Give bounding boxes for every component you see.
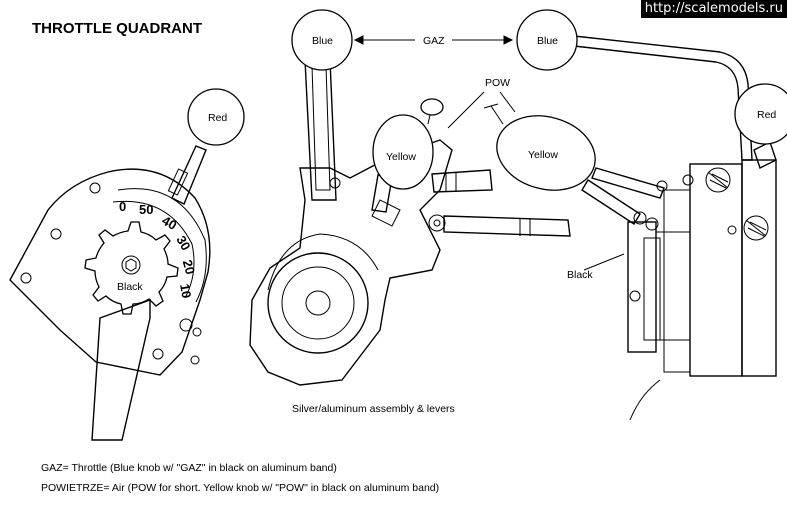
yellow-pow-lever-left: Yellow (371, 98, 493, 213)
dial-tick-label: 30 (173, 233, 193, 253)
dial-tick-label: 50 (139, 202, 153, 217)
red-knob-lever-left: Red (167, 88, 245, 205)
red-knob-lever-right: Red (734, 83, 787, 169)
pow-label: POW (485, 77, 510, 89)
legend-pow-note: POWIETRZE= Air (POW for short. Yellow kn… (41, 482, 440, 494)
dial-housing (9, 168, 211, 376)
gaz-link: GAZ (353, 35, 514, 47)
red-knob-right-label: Red (757, 109, 776, 121)
blue-knob-right-label: Blue (537, 35, 558, 47)
red-knob-left (187, 88, 245, 146)
black-gear-wheel: Black (84, 221, 179, 315)
yellow-knob-right-label: Yellow (528, 149, 558, 161)
middle-rod (443, 215, 571, 237)
red-knob-right (734, 83, 787, 145)
pow-callout: POW (447, 77, 516, 129)
diagram-title: THROTTLE QUADRANT (32, 20, 202, 37)
blue-knob-right (516, 9, 578, 71)
assembly-caption: Silver/aluminum assembly & levers (292, 403, 455, 415)
dial-scale: 0 50 40 30 20 10 (119, 199, 198, 299)
dial-tick-label: 0 (119, 199, 126, 214)
dial-tick-label: 40 (159, 213, 179, 233)
right-side-mechanism: Black (567, 159, 777, 421)
yellow-knob-right (496, 115, 596, 191)
dial-tick-label: 10 (177, 283, 194, 300)
watermark: http://scalemodels.ru (640, 0, 787, 18)
blue-throttle-lever-left: Blue (291, 9, 353, 201)
black-wheel-label: Black (117, 281, 143, 293)
blue-knob-left-label: Blue (312, 35, 333, 47)
dial-tick-label: 20 (180, 258, 198, 276)
lower-lever-arm (91, 299, 151, 441)
red-knob-left-label: Red (208, 112, 227, 124)
yellow-knob-left (372, 114, 434, 190)
yellow-pow-lever-right: Yellow (483, 103, 665, 231)
blue-knob-left (291, 9, 353, 71)
center-hub (267, 252, 369, 354)
legend-gaz-note: GAZ= Throttle (Blue knob w/ "GAZ" in bla… (41, 462, 337, 474)
gaz-label: GAZ (423, 35, 445, 47)
yellow-knob-left-label: Yellow (386, 151, 416, 163)
black-side-label: Black (567, 269, 593, 281)
